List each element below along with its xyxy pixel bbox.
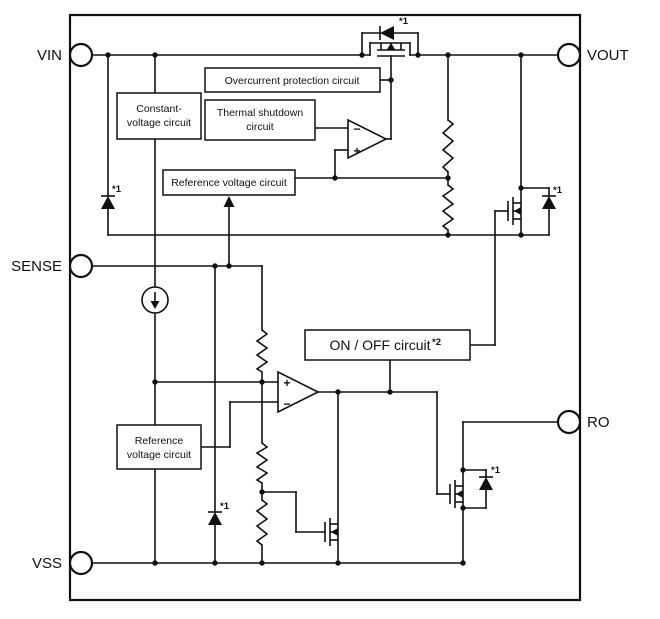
thermal-shutdown-label-line2: circuit (246, 121, 274, 133)
resistor-divider-bottom (255, 329, 269, 546)
body-diode-right (542, 195, 556, 209)
opamp-plus-sign: + (353, 144, 360, 158)
note-top: *1 (399, 16, 409, 27)
error-amplifier-top: − + (347, 118, 388, 160)
nmos-right (507, 197, 522, 235)
body-diode-top (379, 26, 394, 40)
resistor (441, 119, 455, 173)
current-source (141, 286, 169, 314)
onoff-circuit-block (304, 329, 471, 361)
function-blocks: Overcurrent protection circuit Thermal s… (116, 67, 471, 470)
reference-arrow (223, 196, 235, 207)
nmos-bottom-mid (324, 518, 339, 546)
body-diode-left (101, 195, 115, 209)
body-diode-bottom-right (479, 476, 493, 490)
pass-mosfet (377, 43, 405, 57)
constant-voltage-label-line1: Constant- (136, 103, 182, 115)
vin-terminal (68, 42, 94, 68)
resistor (441, 184, 455, 231)
asterisk-notes: *1 *1 *1 *1 *1 (112, 16, 563, 512)
reference-voltage-bottom-block (116, 424, 202, 470)
onoff-circuit-label: ON / OFF circuit (329, 337, 430, 353)
vout-terminal (556, 42, 582, 68)
vout-label: VOUT (587, 47, 629, 64)
sense-label: SENSE (11, 258, 62, 275)
onoff-circuit-superscript: *2 (432, 337, 441, 348)
constant-voltage-label-line2: voltage circuit (127, 117, 191, 129)
wires (91, 32, 559, 564)
note-left: *1 (112, 184, 122, 195)
resistor (255, 329, 269, 373)
overcurrent-protection-block (204, 67, 381, 93)
pins: VIN VOUT SENSE RO VSS (11, 42, 629, 576)
resistor (255, 442, 269, 484)
constant-voltage-block (116, 92, 202, 140)
overcurrent-protection-label: Overcurrent protection circuit (225, 75, 360, 87)
reference-voltage-top-label: Reference voltage circuit (171, 177, 287, 189)
note-right: *1 (553, 185, 563, 196)
vin-label: VIN (37, 47, 62, 64)
ic-outline (68, 13, 582, 602)
note-bottom-left: *1 (220, 501, 230, 512)
nmos-bottom-right (449, 480, 464, 508)
resistor-divider-top (441, 119, 455, 231)
thermal-shutdown-block (204, 99, 316, 141)
comparator-bottom: + − (277, 370, 320, 414)
opamp-minus-sign: − (283, 397, 290, 411)
opamp-minus-sign: − (353, 122, 360, 136)
reference-voltage-bottom-label-line2: voltage circuit (127, 449, 191, 461)
body-diode-bottom-left (208, 511, 222, 525)
ro-terminal (556, 409, 582, 435)
vss-terminal (68, 550, 94, 576)
reference-voltage-bottom-label-line1: Reference (135, 435, 184, 447)
opamp-plus-sign: + (283, 376, 290, 390)
vss-label: VSS (32, 555, 62, 572)
thermal-shutdown-label-line1: Thermal shutdown (217, 107, 304, 119)
reference-voltage-top-block (162, 169, 296, 196)
sense-terminal (68, 253, 94, 279)
note-bottom-right: *1 (491, 465, 501, 476)
ro-label: RO (587, 414, 610, 431)
junction-dots (105, 52, 524, 566)
resistor (255, 499, 269, 546)
